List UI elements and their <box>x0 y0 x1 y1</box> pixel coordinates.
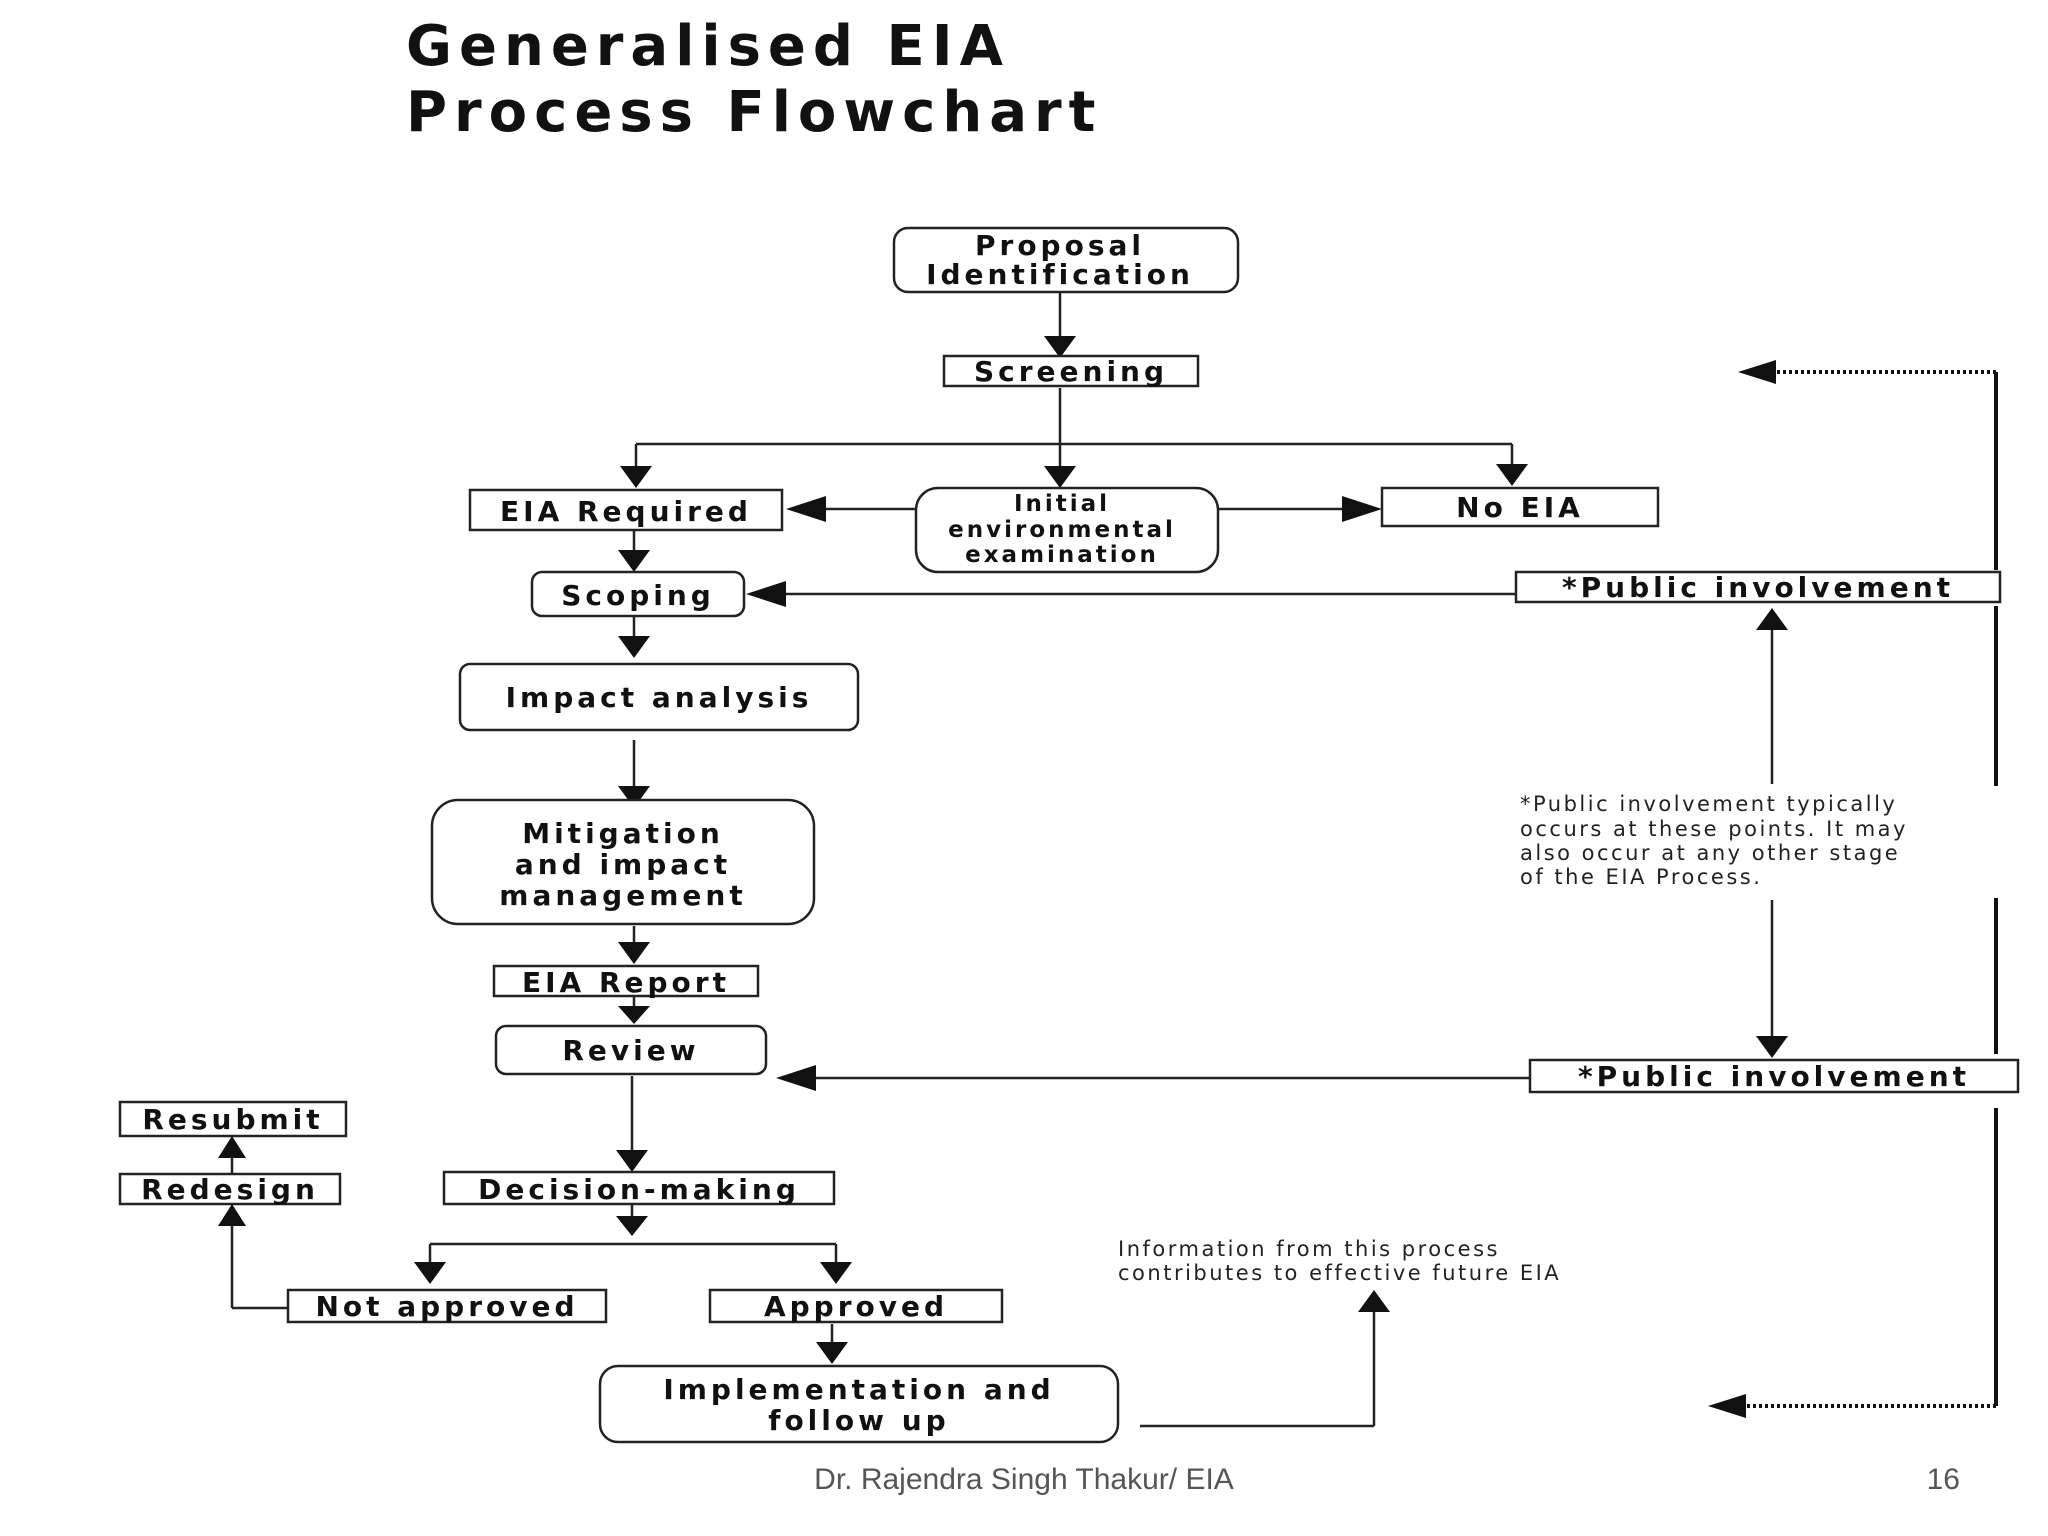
note-line: of the EIA Process. <box>1520 865 1762 889</box>
slide-title: Generalised EIA Process Flowchart <box>406 14 1102 146</box>
node-not-approved: Not approved <box>286 1288 608 1324</box>
arrowhead <box>820 1262 852 1284</box>
node-label-line: follow up <box>768 1404 949 1437</box>
node-label: Scoping <box>561 579 715 612</box>
node-public-involvement-1: *Public involvement <box>1514 570 2002 604</box>
arrowhead <box>816 1342 848 1364</box>
node-label-line: Identification <box>926 258 1194 291</box>
node-proposal-identification: Proposal Identification <box>892 226 1240 294</box>
node-mitigation-and-impact-management: Mitigation and impact management <box>430 798 816 926</box>
node-eia-report: EIA Report <box>492 964 760 999</box>
arrowhead <box>414 1262 446 1284</box>
node-no-eia: No EIA <box>1380 486 1660 528</box>
node-resubmit: Resubmit <box>118 1100 348 1138</box>
node-decision-making: Decision-making <box>442 1170 836 1206</box>
arrowhead <box>1044 466 1076 488</box>
node-approved: Approved <box>708 1288 1004 1324</box>
node-label-line: and impact <box>515 848 731 881</box>
arrowhead <box>616 1216 648 1236</box>
arrowhead <box>776 1065 816 1091</box>
node-label: Screening <box>974 355 1168 388</box>
arrowhead <box>618 1006 650 1024</box>
node-review: Review <box>494 1024 768 1076</box>
node-label-line: environmental <box>948 517 1176 543</box>
node-initial-environmental-examination: Initial environmental examination <box>914 486 1220 574</box>
node-label-line: examination <box>965 542 1159 568</box>
arrowhead <box>1342 496 1382 522</box>
node-label: No EIA <box>1456 491 1584 524</box>
title-line-1: Generalised EIA <box>406 14 1010 79</box>
arrowhead <box>618 942 650 964</box>
node-screening: Screening <box>942 354 1200 388</box>
node-label: EIA Report <box>522 966 730 999</box>
node-impact-analysis: Impact analysis <box>458 662 860 732</box>
node-label-line: Initial <box>1014 491 1110 517</box>
note-public-involvement: *Public involvement typically occurs at … <box>1512 786 2024 898</box>
node-label: Redesign <box>141 1173 319 1206</box>
node-label: Impact analysis <box>506 681 813 714</box>
arrowhead <box>1756 608 1788 630</box>
node-label-line: Implementation and <box>663 1373 1054 1406</box>
note-line: contributes to effective future EIA <box>1118 1261 1561 1285</box>
arrowhead <box>618 636 650 658</box>
arrowhead <box>616 1150 648 1172</box>
note-line: also occur at any other stage <box>1520 841 1900 865</box>
node-redesign: Redesign <box>118 1172 342 1206</box>
arrowhead <box>1738 360 1776 384</box>
feedback-loop <box>1708 360 1998 1418</box>
arrowhead <box>786 496 826 522</box>
node-label: Resubmit <box>142 1103 323 1136</box>
node-scoping: Scoping <box>530 570 746 618</box>
arrowhead <box>618 550 650 572</box>
page-number: 16 <box>1926 1463 1960 1496</box>
note-line: occurs at these points. It may <box>1520 817 1908 841</box>
connectors <box>218 293 1788 1428</box>
node-label: *Public involvement <box>1562 571 1954 604</box>
arrowhead <box>1756 1036 1788 1058</box>
node-label: Decision-making <box>478 1173 800 1206</box>
footer-credit: Dr. Rajendra Singh Thakur/ EIA <box>814 1463 1234 1496</box>
arrowhead <box>1044 336 1076 358</box>
node-label: EIA Required <box>500 495 752 528</box>
node-label: Approved <box>764 1290 948 1323</box>
arrowhead <box>1708 1394 1746 1418</box>
node-public-involvement-2: *Public involvement <box>1528 1058 2020 1094</box>
arrowhead <box>218 1204 246 1226</box>
node-label-line: Mitigation <box>522 817 724 850</box>
node-label: Review <box>562 1034 699 1067</box>
note-line: Information from this process <box>1118 1237 1500 1261</box>
node-implementation-and-follow-up: Implementation and follow up <box>598 1364 1120 1444</box>
arrowhead <box>746 581 786 607</box>
title-line-2: Process Flowchart <box>406 80 1103 145</box>
node-eia-required: EIA Required <box>468 488 784 532</box>
note-line: *Public involvement typically <box>1520 792 1897 816</box>
arrowhead <box>218 1136 246 1158</box>
arrowhead <box>1496 464 1528 486</box>
arrowhead <box>620 466 652 488</box>
node-label-line: management <box>499 879 746 912</box>
arrowhead <box>618 786 650 808</box>
node-label-line: Proposal <box>975 229 1145 262</box>
node-label: *Public involvement <box>1578 1060 1970 1093</box>
note-information: Information from this process contribute… <box>1118 1237 1561 1285</box>
arrowhead <box>1358 1290 1390 1312</box>
node-label: Not approved <box>315 1290 578 1323</box>
